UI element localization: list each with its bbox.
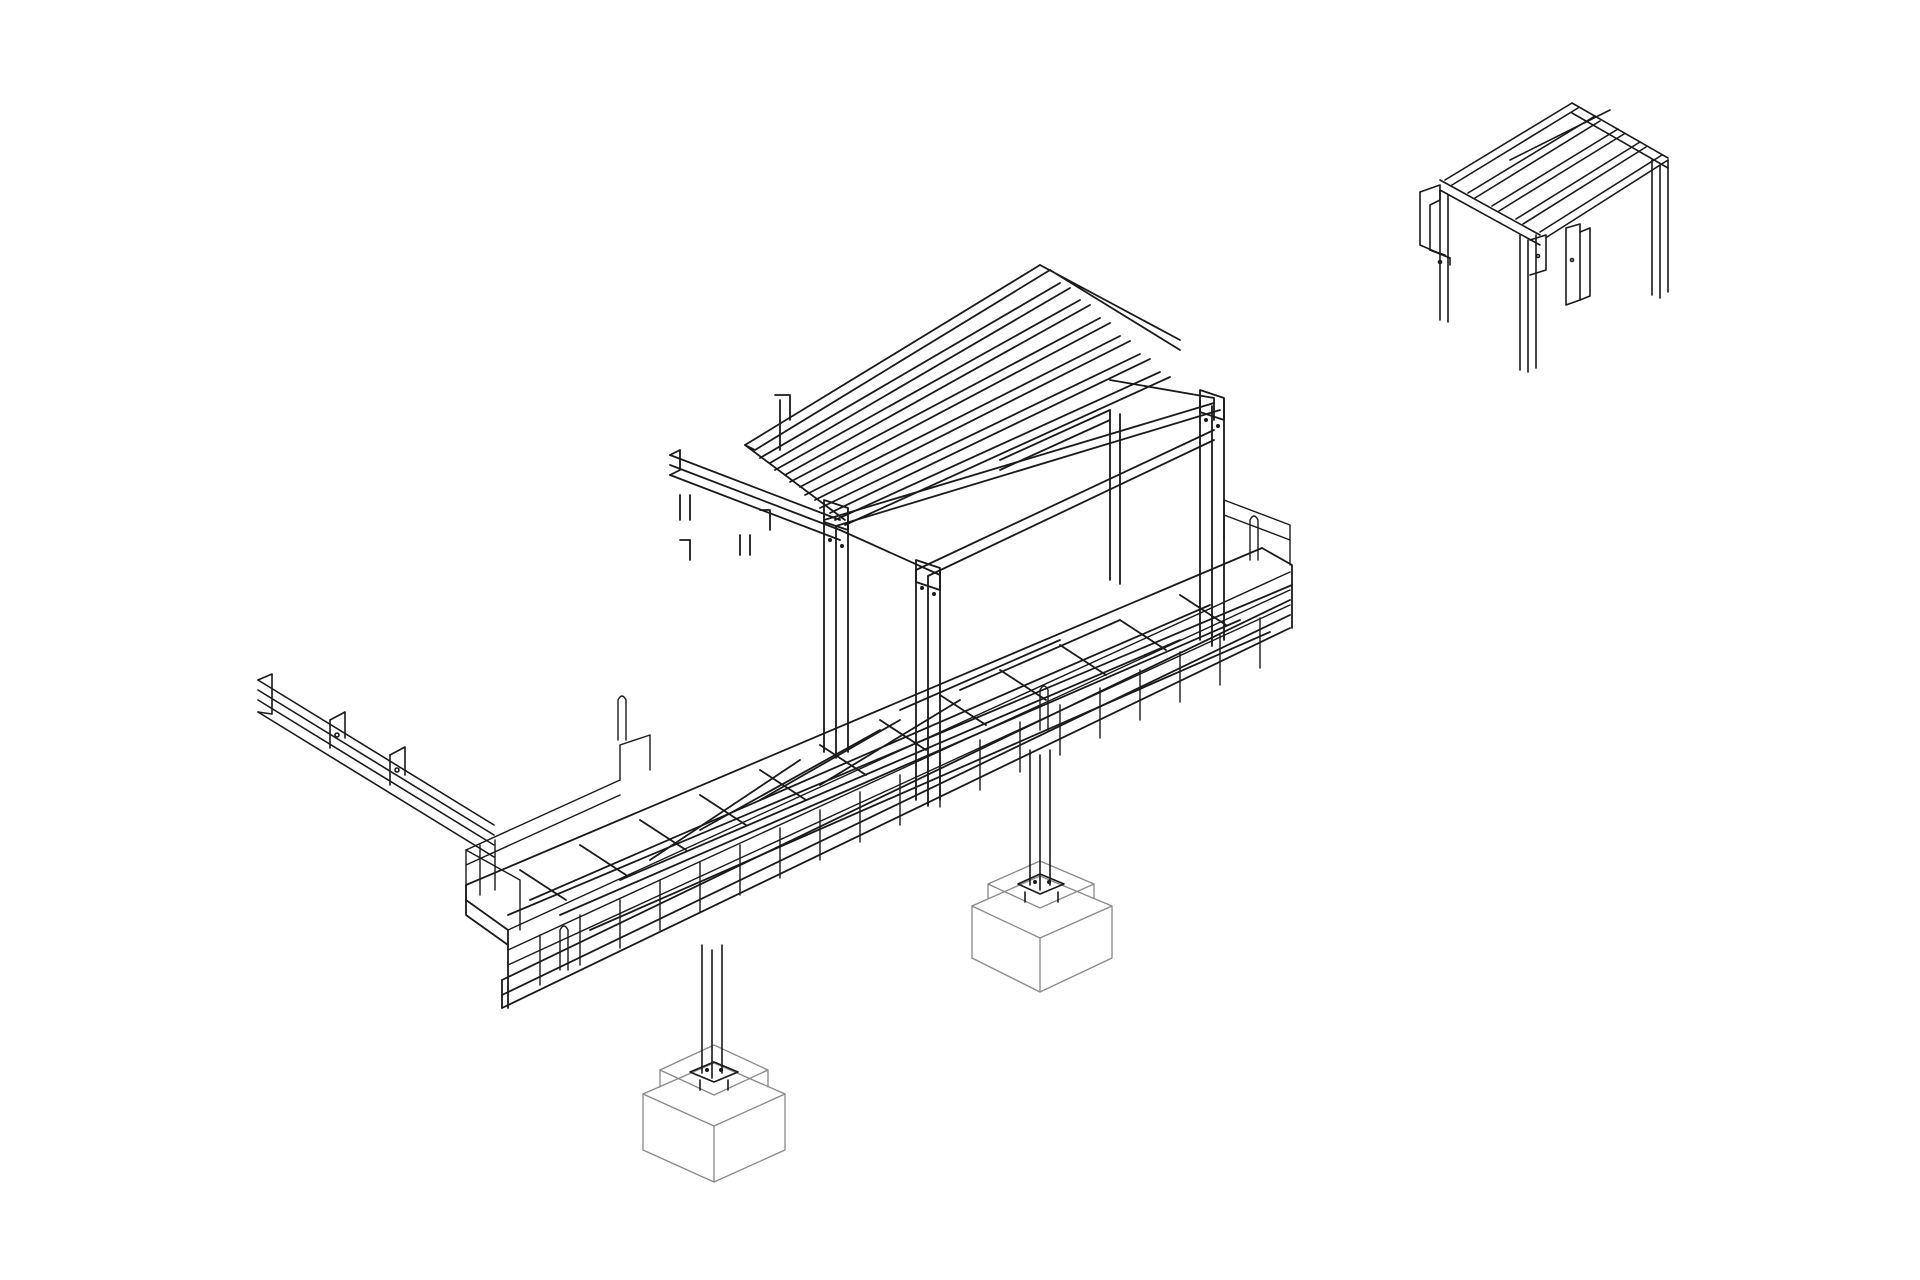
main-structure-view <box>257 264 1293 1183</box>
detail-frame-view <box>1419 102 1669 373</box>
bolt-details <box>705 418 1220 1072</box>
support-column-right <box>1017 749 1065 903</box>
platform-deck <box>465 547 1293 1009</box>
handrails <box>465 499 1291 986</box>
support-column-left <box>689 944 739 1091</box>
roof-frame <box>669 264 1221 577</box>
concrete-footing-right <box>971 860 1113 993</box>
concrete-footing-left <box>642 1044 786 1183</box>
cantilever-beam <box>257 673 495 858</box>
